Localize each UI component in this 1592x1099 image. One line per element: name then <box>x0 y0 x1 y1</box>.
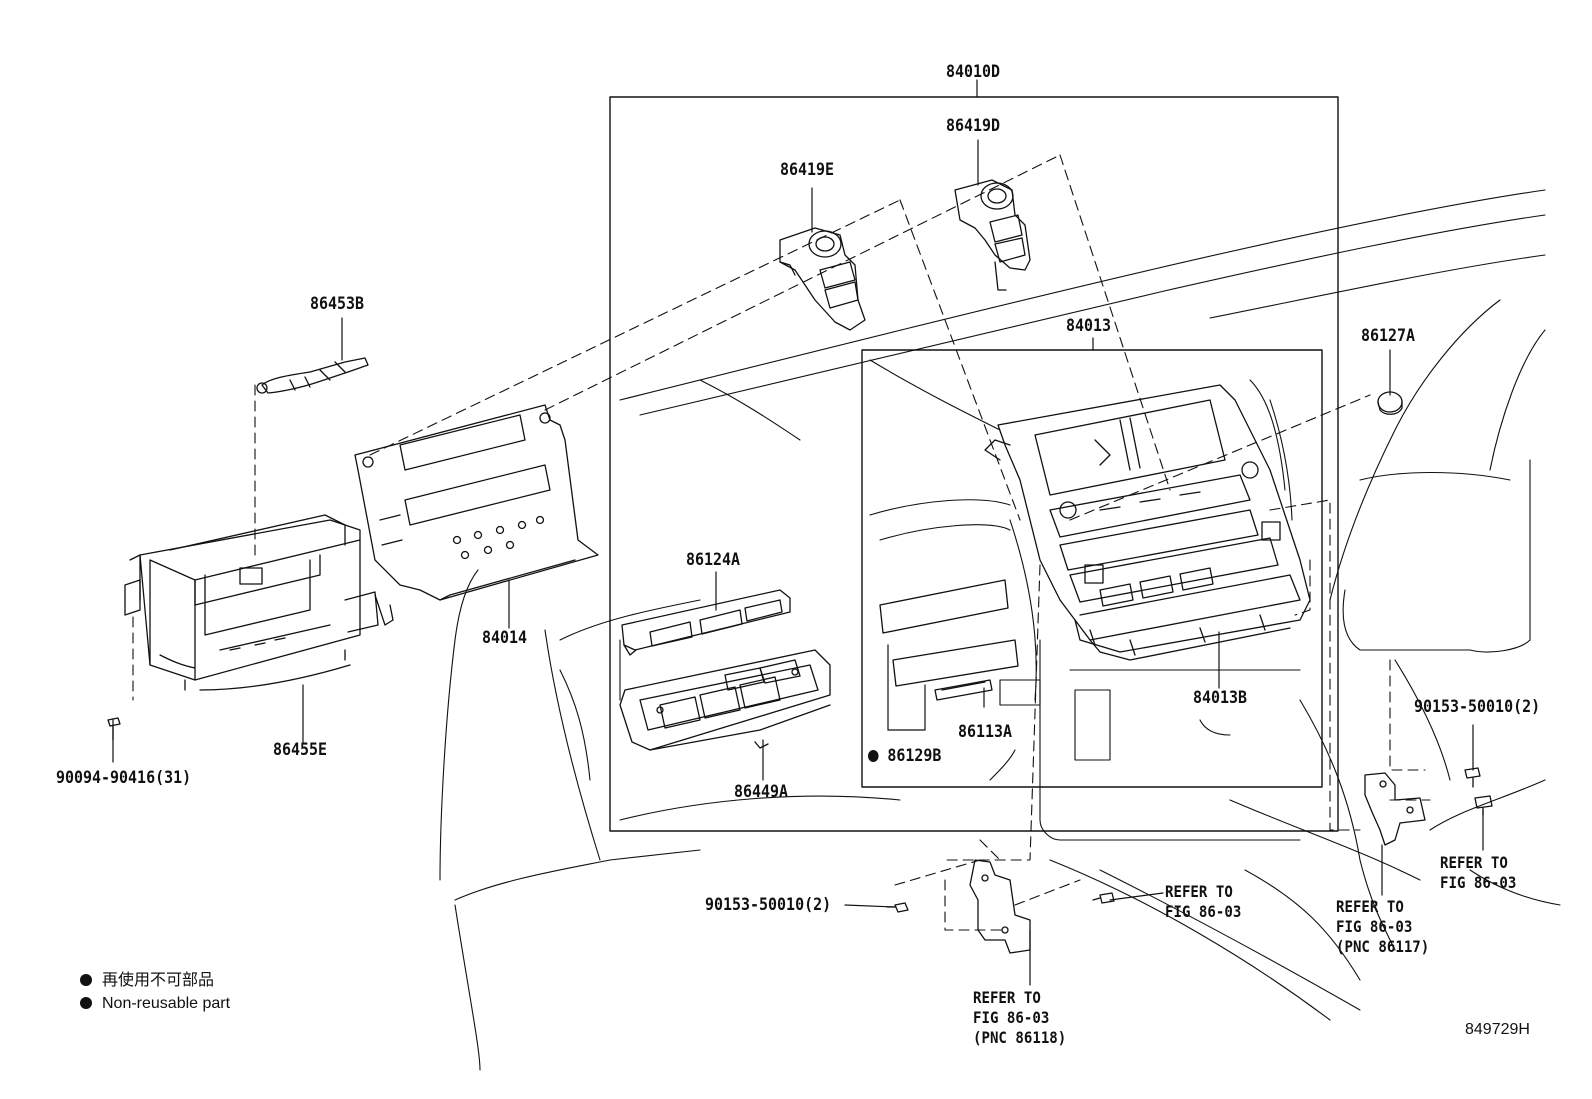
legend-dot-icon <box>80 974 92 986</box>
label-86453B: 86453B <box>310 294 365 314</box>
ref-note-right-line2: FIG 86-03 <box>1440 873 1517 892</box>
label-84010D: 84010D <box>946 62 1001 82</box>
non-reusable-marker-icon <box>868 750 879 762</box>
label-86129B-text: 86129B <box>887 746 942 766</box>
legend-english: Non-reusable part <box>80 993 230 1015</box>
assembly-box-84013 <box>861 349 1323 788</box>
leader-lines <box>112 79 1484 986</box>
part-84013-drawing <box>984 384 1311 661</box>
screws <box>107 717 1493 913</box>
ref-note-pnc86118-line3: (PNC 86118) <box>973 1028 1067 1047</box>
label-86419D: 86419D <box>946 116 1001 136</box>
ref-note-right: REFER TO FIG 86-03 <box>1440 853 1516 893</box>
part-86449A-drawing <box>619 649 831 751</box>
dashed-leader-lines <box>132 154 1431 931</box>
part-86419D-drawing <box>954 179 1031 291</box>
part-86455E-drawing <box>124 514 379 691</box>
dashboard-outline <box>439 189 1561 1071</box>
label-84013: 84013 <box>1066 316 1112 336</box>
ref-note-mid-line2: FIG 86-03 <box>1165 902 1242 921</box>
label-86449A: 86449A <box>734 782 789 802</box>
label-84014: 84014 <box>482 628 528 648</box>
ref-note-pnc86117-line1: REFER TO <box>1336 897 1404 916</box>
label-86127A: 86127A <box>1361 326 1416 346</box>
label-86455E: 86455E <box>273 740 328 760</box>
legend-english-text: Non-reusable part <box>102 995 231 1012</box>
part-86124A-drawing <box>621 589 791 656</box>
legend-japanese: 再使用不可部品 <box>80 970 214 992</box>
bracket-bottom <box>969 859 1031 954</box>
legend-japanese-text: 再使用不可部品 <box>102 972 215 989</box>
ref-note-pnc86117-line2: FIG 86-03 <box>1336 917 1413 936</box>
label-90094-90416: 90094-90416(31) <box>56 768 192 788</box>
part-86127A-drawing <box>1377 391 1403 415</box>
label-86129B: 86129B <box>868 746 941 766</box>
part-86129B-drawing <box>879 579 1019 687</box>
label-86124A: 86124A <box>686 550 741 570</box>
part-86113A-drawing <box>934 679 993 701</box>
assembly-box-84010D <box>609 96 1339 832</box>
ref-note-pnc86117-line3: (PNC 86117) <box>1336 937 1430 956</box>
ref-note-mid: REFER TO FIG 86-03 <box>1165 882 1241 922</box>
label-84013B: 84013B <box>1193 688 1248 708</box>
part-86453B-drawing <box>256 357 369 394</box>
ref-note-pnc86117: REFER TO FIG 86-03 (PNC 86117) <box>1336 897 1429 957</box>
label-90153-50010-bottom: 90153-50010(2) <box>705 895 832 915</box>
legend-dot-icon <box>80 997 92 1009</box>
ref-note-pnc86118-line1: REFER TO <box>973 988 1041 1007</box>
ref-note-pnc86118-line2: FIG 86-03 <box>973 1008 1050 1027</box>
ref-note-right-line1: REFER TO <box>1440 853 1508 872</box>
bracket-right <box>1364 772 1426 846</box>
label-86419E: 86419E <box>780 160 835 180</box>
part-86419E-drawing <box>779 227 866 331</box>
ref-note-pnc86118: REFER TO FIG 86-03 (PNC 86118) <box>973 988 1066 1048</box>
label-86113A: 86113A <box>958 722 1013 742</box>
label-90153-50010-right: 90153-50010(2) <box>1414 697 1541 717</box>
part-84014-drawing <box>354 404 599 626</box>
ref-note-mid-line1: REFER TO <box>1165 882 1233 901</box>
diagram-code: 849729H <box>1465 1021 1530 1038</box>
